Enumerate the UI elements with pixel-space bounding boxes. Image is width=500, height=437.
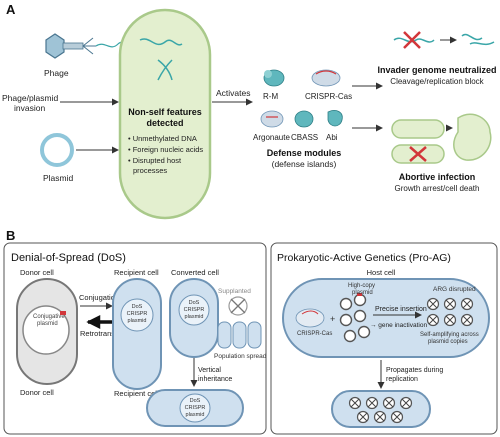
conj-plasmid-label-1: Conjugative [33,314,65,320]
vertical-label-2: inheritance [198,376,232,383]
bullet-item-cont: processes [133,166,167,175]
high-copy-marker [357,293,362,296]
module-label: CRISPR-Cas [305,92,352,101]
outcome2-title: Abortive infection [399,172,476,182]
injected-dna [139,38,183,46]
disrupted-x-marks [428,299,472,325]
recipient-cell [112,278,162,390]
crispr-guide-icon [301,310,319,315]
module-label: Abi [326,133,338,142]
invasion-label-1: Phage/plasmid [2,93,59,103]
conjugation-label: Conjugation [79,293,119,302]
invasion-label-2: invasion [14,103,45,113]
converted-plasmid-icon [178,294,210,326]
plus-sign: + [330,314,335,324]
plasmid-icon [40,133,74,167]
supplanted-label: Supplanted [218,288,251,295]
self-amp-label-2: plasmid copies [428,339,468,345]
cell-bullets: • Unmethylated DNA • Foreign nucleic aci… [128,134,203,175]
donor-bottom-label: Donor cell [20,388,54,397]
precise-label: Precise insertion [375,306,427,313]
panel-a-letter: A [6,2,16,17]
host-cell-main [118,8,212,220]
module-label: CBASS [291,133,318,142]
abortive-cells-icon [391,113,492,164]
outcome1-sub: Cleavage/replication block [390,77,484,86]
propagates-label-2: replication [386,376,418,383]
conv-plasmid-text: CRISPR [184,307,205,313]
outcome2-sub: Growth arrest/cell death [395,184,480,193]
activates-label: Activates [216,88,251,98]
dos-title: Denial-of-Spread (DoS) [11,252,126,264]
dau-plasmid-text: DoS [190,398,201,404]
daughter-x-marks [350,398,411,422]
crispr-cas-icon [295,308,325,328]
outcome1-title: Invader genome neutralized [377,65,496,75]
vertical-label-1: Vertical [198,367,221,374]
cbass-icon [294,110,314,128]
daughter-plasmid-icon [179,393,211,423]
host-label: Host cell [367,268,396,277]
module-cbass: CBASS [291,110,318,142]
crispr-icon [311,69,341,87]
phage-icon [45,33,137,59]
conv-plasmid-text: plasmid [185,314,204,320]
dos-plasmid-icon [120,298,154,332]
module-crispr: CRISPR-Cas [305,69,352,101]
module-rm: R-M [263,69,285,101]
supplanted-x-icon [230,298,246,314]
bullet-item: • Foreign nucleic acids [128,145,203,154]
module-abi: Abi [326,110,343,142]
high-copy-label-1: High-copy [348,283,375,289]
phage-label: Phage [44,68,69,78]
plasmid-label: Plasmid [43,173,74,183]
bullet-item: • Disrupted host [128,156,182,165]
module-label: R-M [263,92,278,101]
dna-helix-icon [157,59,173,81]
bullet-item: • Unmethylated DNA [128,134,197,143]
modules-title: Defense modules [267,148,342,158]
modules-subtitle: (defense islands) [272,159,337,169]
recipient-top-label: Recipient cell [114,268,159,277]
argonaute-icon [260,110,284,128]
panel-b-letter: B [6,228,15,243]
recipient-bottom-label: Recipient cell [114,389,159,398]
dau-plasmid-text: CRISPR [185,405,206,411]
host-cell [282,278,490,358]
self-amp-label-1: Self-amplifying across [420,332,479,338]
dos-plasmid-text: CRISPR [127,311,148,317]
retrotransfer-label: Retrotransfer [80,329,124,338]
dau-plasmid-text: plasmid [186,412,205,418]
conv-plasmid-text: DoS [189,300,200,306]
arg-label: ARG disrupted [433,286,476,293]
converted-label: Converted cell [171,268,219,277]
conj-plasmid-label-2: plasmid [37,321,58,327]
propagates-label-1: Propagates during [386,367,443,374]
dos-plasmid-text: DoS [132,304,143,310]
donor-top-label: Donor cell [20,268,54,277]
cleaved-dna-icon [393,31,495,49]
conjugative-plasmid-icon [22,305,70,355]
plasmid-marker [60,311,66,315]
module-argonaute: Argonaute [253,110,290,142]
dos-plasmid-text: plasmid [128,318,147,324]
proag-title: Prokaryotic-Active Genetics (Pro-AG) [277,252,451,264]
crispr-cas-label: CRISPR-Cas [297,331,332,337]
population-cells-icon [217,321,262,349]
plasmid-cluster-icon [339,293,371,343]
abi-icon [327,110,343,127]
cell-title-2: detected [146,118,183,128]
cell-title-1: Non-self features [128,107,202,117]
module-label: Argonaute [253,133,290,142]
gene-inact-label: → gene inactivation [370,322,427,329]
population-label: Population spread [214,353,267,360]
high-copy-label-2: plasmid [352,290,373,296]
